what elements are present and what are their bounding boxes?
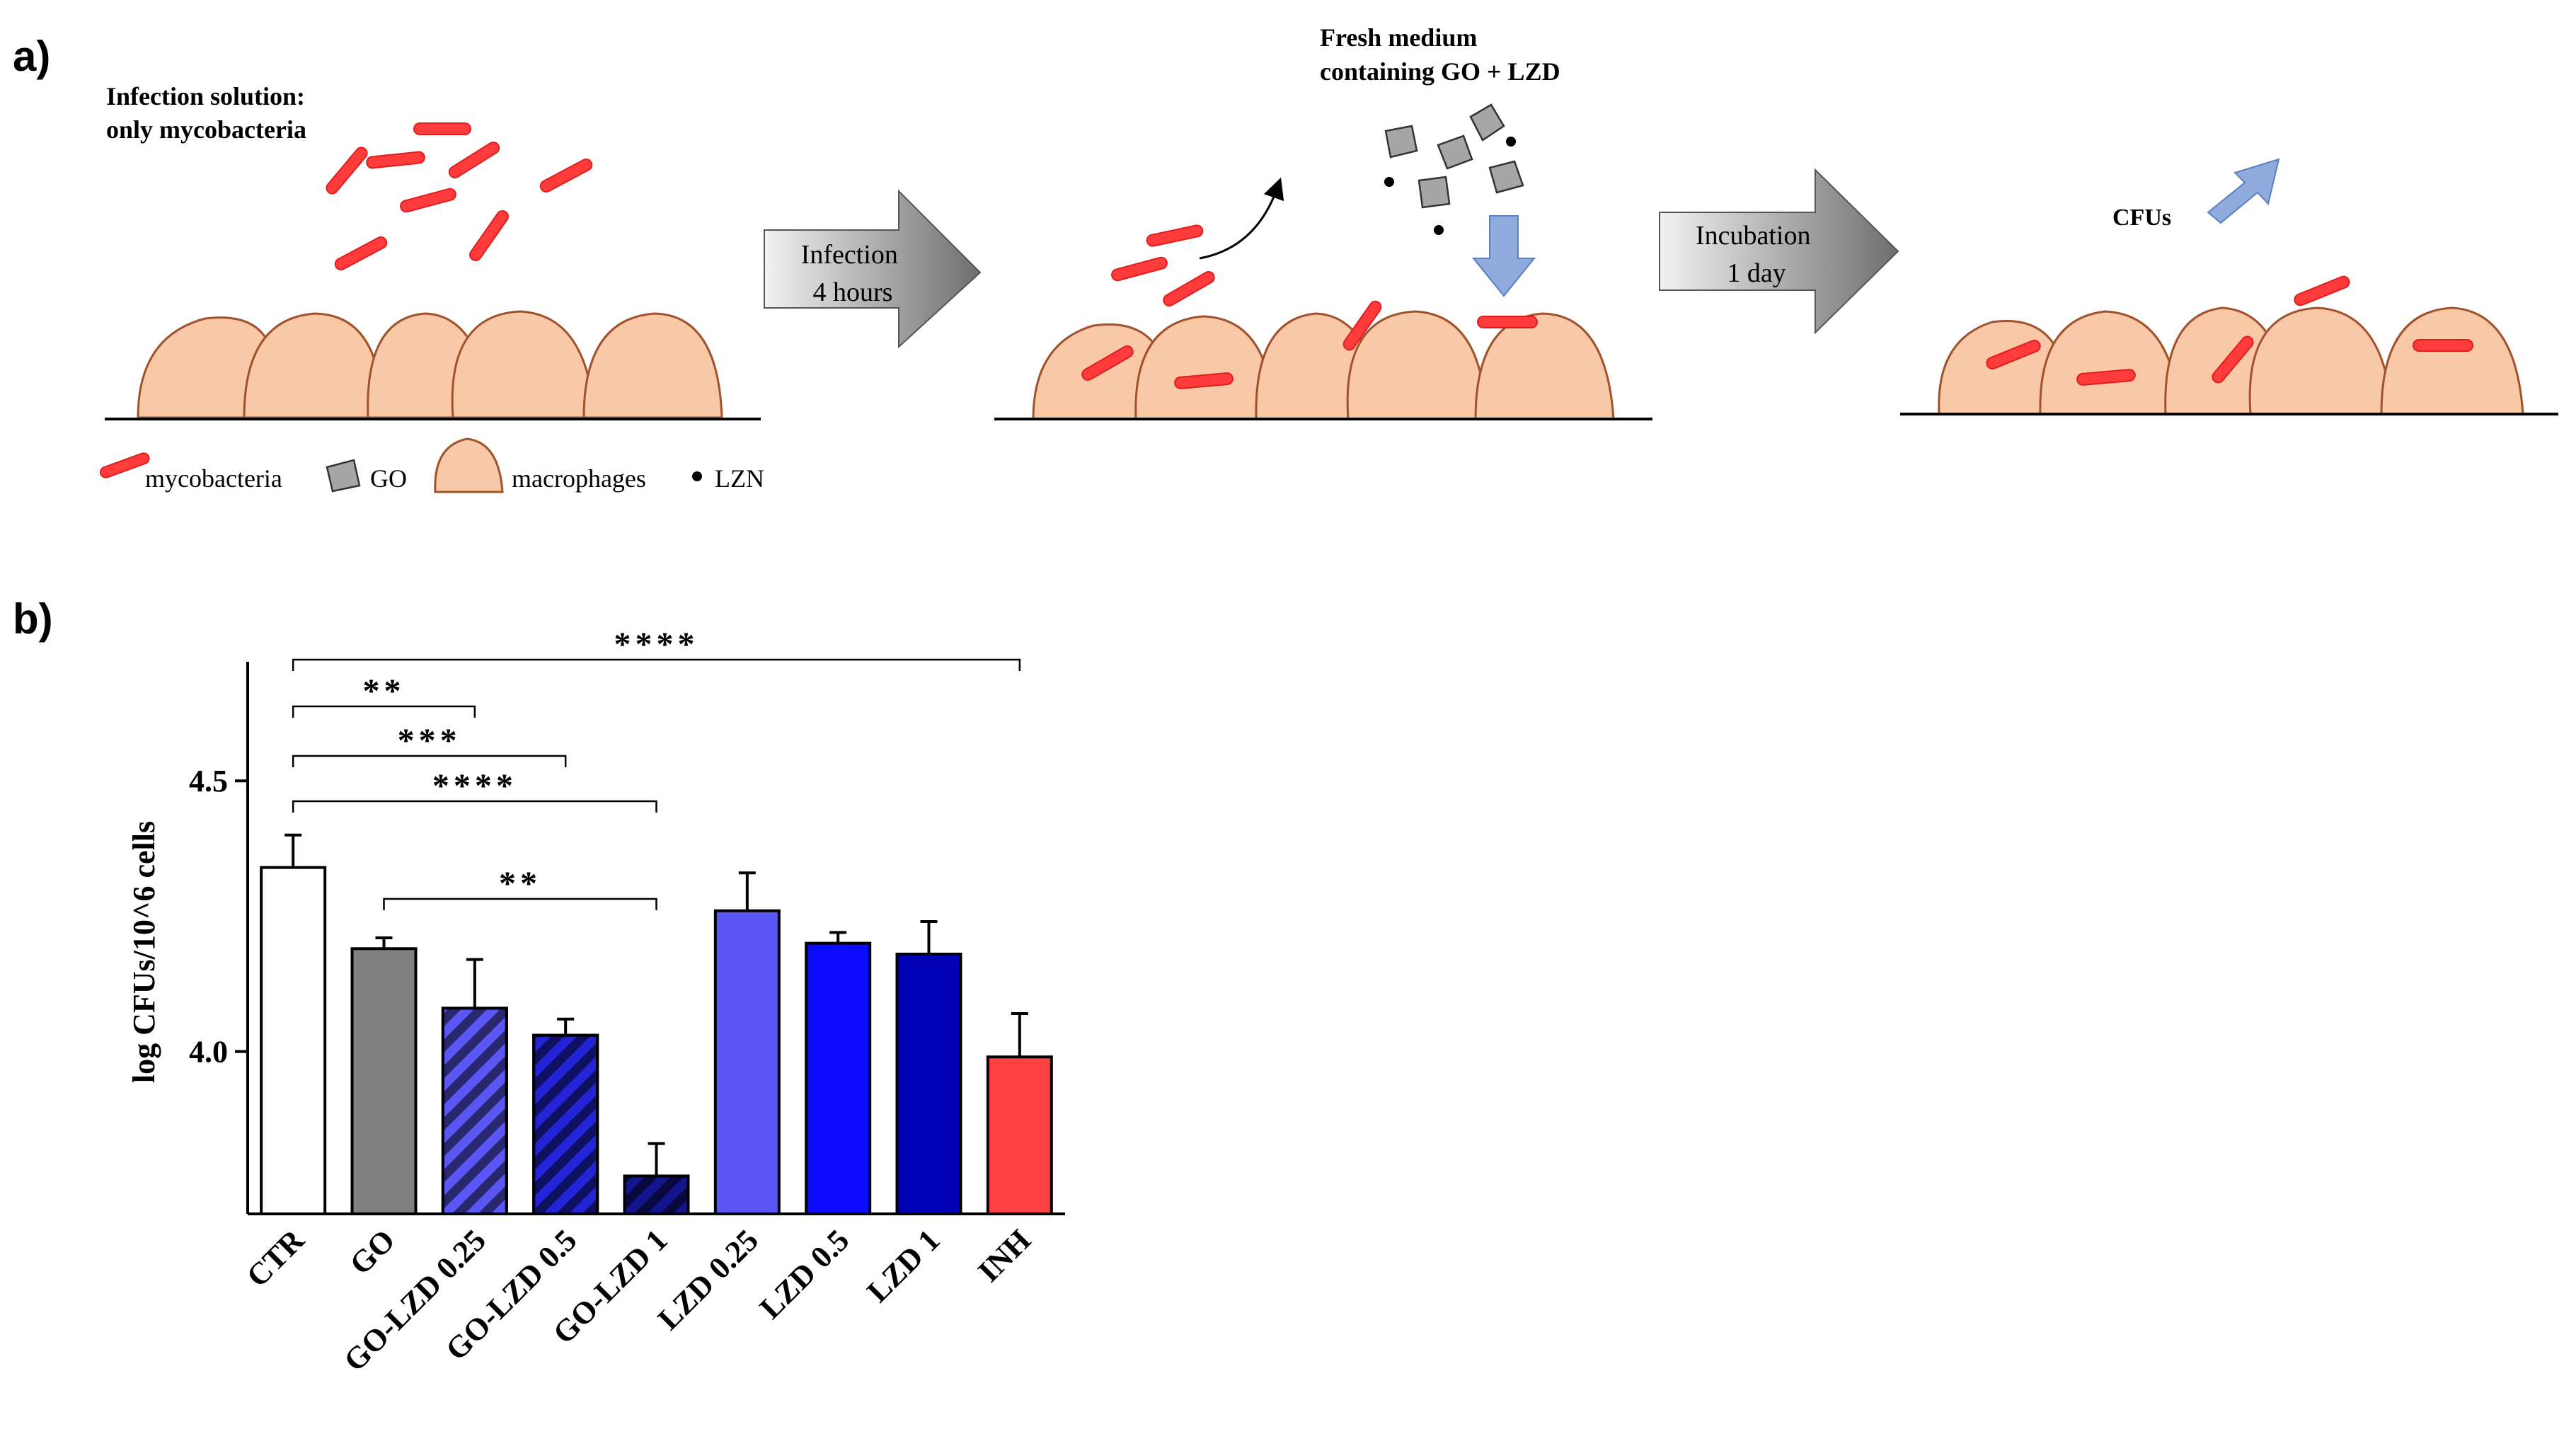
infection-arrow: Infection 4 hours: [764, 189, 982, 349]
bar-hatch: [532, 1033, 599, 1216]
legend-mycobacteria-icon: [99, 452, 150, 478]
significance-label: ****: [614, 626, 699, 663]
macrophage: [1474, 312, 1615, 420]
x-tick-label: LZD 0.5: [753, 1222, 856, 1325]
legend-lzn-label: LZN: [715, 464, 764, 493]
mycobacterium: [2212, 335, 2254, 384]
significance-label: ***: [398, 722, 461, 759]
macrophage-layer: [105, 310, 761, 420]
incubation-arrow-text: Incubation 1 day: [1696, 221, 1817, 288]
mycobacterium: [366, 151, 425, 169]
mycobacterium: [469, 210, 509, 262]
x-tick-label: LZD 0.25: [651, 1222, 765, 1336]
significance-bracket: [292, 705, 476, 718]
macrophage: [2248, 306, 2393, 415]
cfus-text: CFUs: [2112, 205, 2171, 231]
y-tick-label: 4.5: [189, 764, 228, 798]
bar-hatch: [441, 1006, 508, 1215]
x-tick-label: LZD 1: [861, 1222, 947, 1309]
internalized-mycobacteria: [1081, 300, 1538, 389]
significance-label: **: [363, 672, 406, 710]
significance-bracket: [292, 755, 567, 767]
y-axis-label: log CFUs/10^6 cells: [127, 821, 161, 1083]
free-mycobacteria: [326, 122, 593, 271]
macrophage-layer: [1900, 306, 2558, 415]
blue-down-arrow: [1471, 215, 1536, 297]
legend-lzn-icon: [692, 471, 702, 481]
infection-arrow-text: Infection 4 hours: [801, 240, 905, 307]
mycobacterium: [2076, 369, 2136, 386]
bar-hatch: [623, 1174, 690, 1215]
go-particles: [1384, 103, 1524, 235]
mycobacterium: [2294, 275, 2350, 306]
bar: [713, 909, 781, 1215]
panel-a-label: a): [13, 33, 50, 80]
mycobacterium: [1146, 224, 1204, 247]
panel-b-label: b): [13, 595, 53, 643]
legend-macrophages-label: macrophages: [512, 464, 646, 493]
mycobacterium: [1174, 372, 1234, 389]
macrophage: [243, 312, 384, 419]
bar: [805, 941, 872, 1216]
lzn-particle: [1434, 225, 1444, 235]
go-particle: [1437, 134, 1473, 170]
stage-2: Fresh medium containing GO + LZD: [994, 23, 1652, 420]
macrophage: [1134, 315, 1275, 420]
go-particle: [1488, 160, 1524, 194]
significance-bracket: [292, 800, 657, 813]
bar: [350, 947, 418, 1215]
mycobacterium: [539, 158, 593, 193]
go-particle: [1384, 125, 1418, 159]
significance-label: ****: [432, 767, 517, 805]
stage-3: CFUs: [1900, 158, 2558, 415]
significance-bracket: [383, 897, 657, 910]
legend-mycobacteria-label: mycobacteria: [145, 464, 282, 493]
mycobacterium: [1477, 316, 1538, 328]
infection-solution-text: Infection solution: only mycobacteria: [106, 82, 311, 144]
x-tick-label: CTR: [240, 1222, 311, 1294]
mycobacterium: [326, 147, 368, 195]
macrophage: [582, 312, 723, 419]
go-particle: [1418, 176, 1451, 209]
legend: mycobacteria GO macrophages LZN: [99, 437, 764, 493]
legend-go-label: GO: [370, 464, 407, 493]
x-tick-label: GO: [343, 1222, 402, 1281]
incubation-arrow: Incubation 1 day: [1659, 168, 1899, 335]
go-particle: [1469, 103, 1505, 142]
bar: [260, 866, 327, 1216]
lzn-particle: [1506, 137, 1516, 147]
mycobacterium: [448, 142, 500, 178]
mycobacterium: [1342, 300, 1382, 351]
curved-arrow: [1199, 177, 1284, 260]
mycobacterium: [1111, 256, 1168, 282]
mycobacterium: [1163, 271, 1215, 306]
mycobacterium: [413, 122, 471, 135]
significance-bracket: [292, 658, 1021, 671]
mycobacterium: [334, 236, 388, 271]
significance-label: **: [499, 865, 541, 902]
macrophage: [451, 310, 596, 419]
legend-macrophage-icon: [434, 437, 504, 493]
macrophage: [2380, 306, 2524, 415]
mycobacterium: [400, 188, 456, 213]
mycobacterium: [1986, 340, 2041, 369]
x-tick-label: INH: [971, 1222, 1037, 1288]
mycobacterium: [2413, 339, 2473, 352]
cfus-arrow: [2207, 158, 2280, 224]
y-tick-label: 4.0: [189, 1035, 228, 1069]
lzn-particle: [1384, 177, 1394, 187]
macrophage: [2039, 310, 2181, 415]
bar: [895, 952, 962, 1215]
fresh-medium-text: Fresh medium containing GO + LZD: [1320, 23, 1560, 86]
internalized-mycobacteria: [1986, 275, 2473, 386]
bar: [986, 1055, 1053, 1216]
legend-go-icon: [326, 459, 361, 493]
mycobacterium: [1081, 345, 1134, 381]
wash-mycobacteria: [1111, 224, 1215, 306]
stage-1: Infection solution: only mycobacteria: [105, 82, 761, 420]
